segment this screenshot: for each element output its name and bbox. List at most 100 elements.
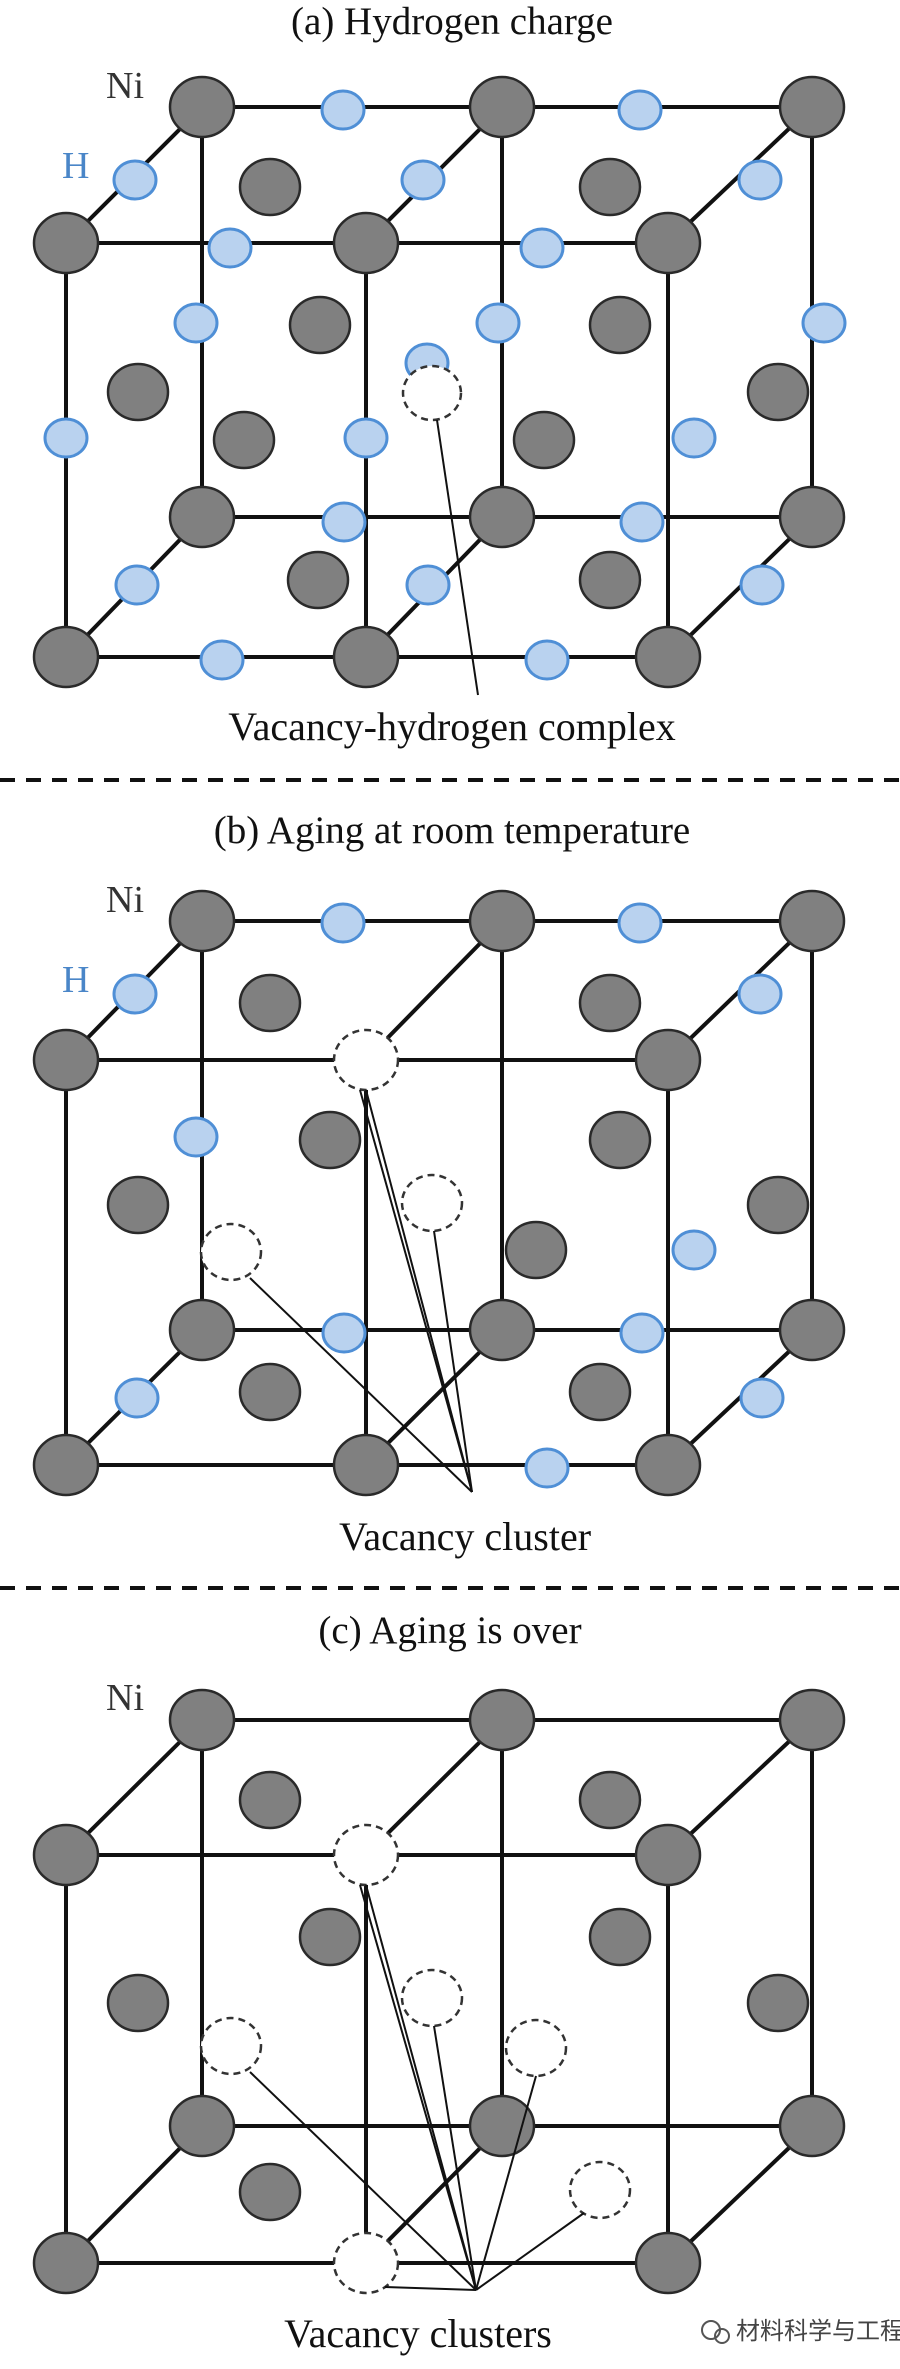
hydrogen-atom: [321, 501, 367, 543]
nickel-atom: [238, 973, 302, 1033]
hydrogen-atom: [524, 639, 570, 681]
hydrogen-atom: [671, 1229, 717, 1271]
nickel-atom: [778, 2094, 846, 2158]
panel-b-ni-label: Ni: [106, 879, 144, 921]
vacancy-site: [400, 1173, 464, 1233]
panel-a-h-label: H: [62, 145, 89, 187]
nickel-atom: [106, 1973, 170, 2033]
nickel-atom: [468, 2094, 536, 2158]
nickel-atom: [778, 1688, 846, 1752]
panel-c-vacancies: [199, 1823, 632, 2295]
nickel-atom: [746, 362, 810, 422]
panel-c-ni-label: Ni: [106, 1677, 144, 1719]
nickel-atom: [238, 157, 302, 217]
panel-a-nickel-atoms: [32, 75, 846, 689]
hydrogen-atom: [207, 227, 253, 269]
hydrogen-atom: [617, 902, 663, 944]
nickel-atom: [746, 1973, 810, 2033]
nickel-atom: [168, 1298, 236, 1362]
hydrogen-atom: [320, 89, 366, 131]
annotation-leader-line: [436, 419, 479, 696]
nickel-atom: [168, 485, 236, 549]
hydrogen-atom: [173, 1116, 219, 1158]
nickel-atom: [578, 550, 642, 610]
hydrogen-atom: [801, 302, 847, 344]
panel-b-title: (b) Aging at room temperature: [214, 809, 691, 852]
panel-b-h-label: H: [62, 959, 89, 1001]
hydrogen-atom: [114, 1377, 160, 1419]
nickel-atom: [634, 211, 702, 275]
hydrogen-atom: [173, 302, 219, 344]
panel-a-annotation: Vacancy-hydrogen complex: [228, 704, 676, 749]
nickel-atom: [778, 75, 846, 139]
nickel-atom: [32, 1433, 100, 1497]
nickel-atom: [778, 1298, 846, 1362]
hydrogen-atom: [112, 973, 158, 1015]
nickel-atom: [238, 1770, 302, 1830]
nickel-atom: [468, 889, 536, 953]
nickel-atom: [168, 2094, 236, 2158]
watermark: 材料科学与工程: [701, 2317, 900, 2345]
nickel-atom: [298, 1907, 362, 1967]
hydrogen-atom: [114, 564, 160, 606]
nickel-atom: [32, 1823, 100, 1887]
panel-b-hydrogen-atoms: [112, 902, 785, 1489]
nickel-atom: [468, 1688, 536, 1752]
hydrogen-atom: [475, 302, 521, 344]
panel-a-hydrogen-atoms: [43, 89, 847, 681]
hydrogen-atom: [405, 564, 451, 606]
hydrogen-atom: [524, 1447, 570, 1489]
vacancy-site: [332, 2231, 400, 2295]
nickel-atom: [588, 1907, 652, 1967]
vacancy-site: [332, 1823, 400, 1887]
nickel-atom: [106, 1175, 170, 1235]
hydrogen-atom: [112, 159, 158, 201]
nickel-atom: [468, 485, 536, 549]
nickel-atom: [778, 485, 846, 549]
nickel-atom: [634, 625, 702, 689]
nickel-atom: [588, 1110, 652, 1170]
hydrogen-atom: [199, 639, 245, 681]
nickel-atom: [168, 889, 236, 953]
vacancy-site: [199, 2016, 263, 2076]
panel-c: (c) Aging is over Ni: [32, 1609, 900, 2356]
nickel-atom: [634, 1028, 702, 1092]
nickel-atom: [332, 211, 400, 275]
hydrogen-atom: [619, 501, 665, 543]
nickel-atom: [778, 889, 846, 953]
hydrogen-atom: [617, 89, 663, 131]
vacancy-site: [568, 2160, 632, 2220]
nickel-atom: [634, 2231, 702, 2295]
nickel-atom: [468, 75, 536, 139]
hydrogen-atom: [737, 159, 783, 201]
nickel-atom: [588, 295, 652, 355]
nickel-atom: [32, 625, 100, 689]
nickel-atom: [168, 75, 236, 139]
panel-c-annotation: Vacancy clusters: [284, 2311, 552, 2356]
hydrogen-atom: [739, 564, 785, 606]
nickel-atom: [512, 410, 576, 470]
nickel-atom: [286, 550, 350, 610]
nickel-atom: [32, 211, 100, 275]
hydrogen-atom: [671, 417, 717, 459]
nickel-atom: [634, 1433, 702, 1497]
nickel-atom: [504, 1220, 568, 1280]
panel-b: (b) Aging at room temperature Ni H: [32, 809, 846, 1559]
nickel-atom: [332, 1433, 400, 1497]
panel-b-vacancies: [199, 1028, 464, 1282]
panel-b-nickel-atoms: [32, 889, 846, 1497]
nickel-atom: [578, 1770, 642, 1830]
nickel-atom: [32, 1028, 100, 1092]
panel-b-leader-lines: [249, 1089, 473, 1493]
nickel-atom: [634, 1823, 702, 1887]
nickel-atom: [746, 1175, 810, 1235]
panel-a: (a) Hydrogen charge Ni H: [32, 0, 847, 749]
hydrogen-atom: [737, 973, 783, 1015]
hydrogen-atom: [400, 159, 446, 201]
vacancy-site: [400, 1968, 464, 2028]
panel-a-title: (a) Hydrogen charge: [291, 0, 613, 43]
nickel-atom: [578, 973, 642, 1033]
panel-c-nickel-atoms: [32, 1688, 846, 2295]
hydrogen-atom: [343, 417, 389, 459]
